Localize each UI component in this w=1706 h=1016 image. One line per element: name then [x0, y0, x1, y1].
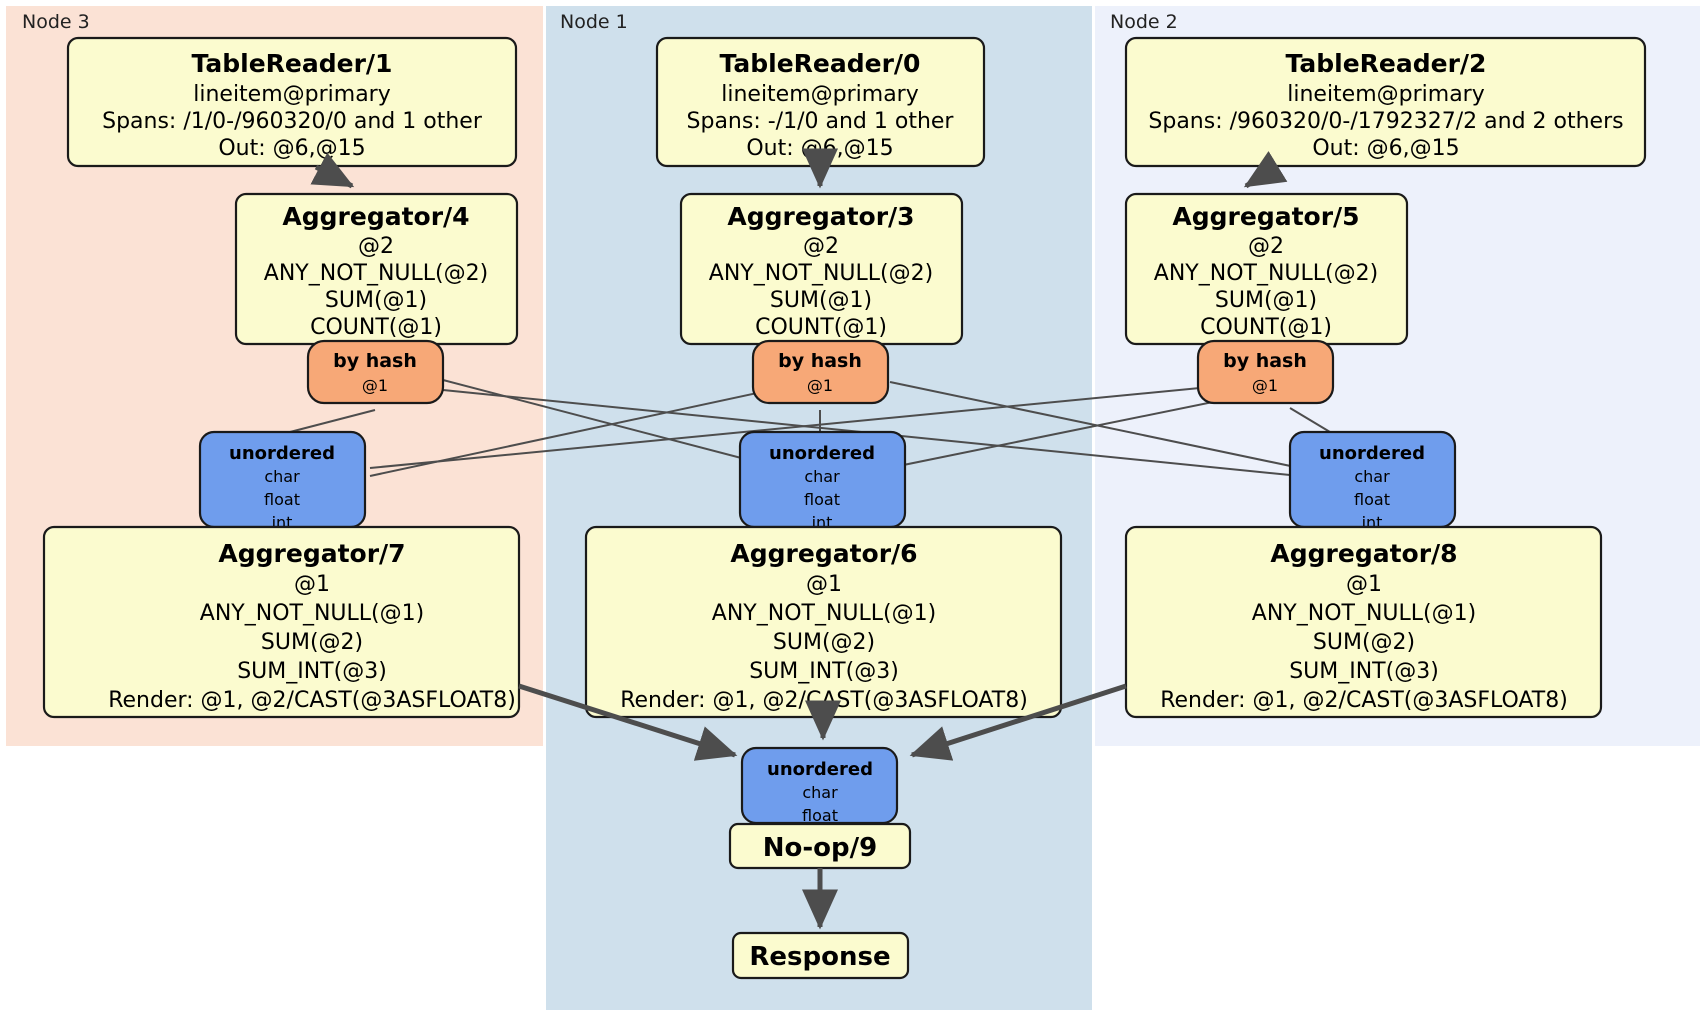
aggregator3-line-2: SUM(@1)	[770, 288, 872, 313]
hash-right-title: by hash	[1223, 350, 1307, 372]
hash-mid-line-0: @1	[807, 376, 833, 395]
aggregator8-line-2: SUM(@2)	[1313, 630, 1415, 655]
aggregator7-line-4: Render: @1, @2/CAST(@3ASFLOAT8)	[108, 688, 516, 713]
sync-left[interactable]: unordered char float int	[198, 430, 367, 532]
panel-node1-label: Node 1	[560, 11, 628, 33]
hash-mid-title: by hash	[778, 350, 862, 372]
tablereader1-line-2: Out: @6,@15	[218, 136, 365, 161]
noop9-title: No-op/9	[763, 833, 877, 863]
aggregator4-line-1: ANY_NOT_NULL(@2)	[264, 261, 488, 286]
sync-right-title: unordered	[1319, 443, 1425, 464]
aggregator4-line-2: SUM(@1)	[325, 288, 427, 313]
aggregator5-line-1: ANY_NOT_NULL(@2)	[1154, 261, 1378, 286]
sync-final-line-0: char	[802, 783, 838, 802]
aggregator5-line-3: COUNT(@1)	[1200, 315, 1332, 340]
sync-mid[interactable]: unordered char float int	[738, 430, 907, 532]
sync-right[interactable]: unordered char float int	[1288, 430, 1457, 532]
aggregator8-line-0: @1	[1346, 572, 1382, 597]
aggregator5-title: Aggregator/5	[1172, 202, 1359, 231]
aggregator4-title: Aggregator/4	[282, 202, 469, 231]
aggregator3-line-1: ANY_NOT_NULL(@2)	[709, 261, 933, 286]
aggregator6-title: Aggregator/6	[730, 539, 917, 568]
tablereader0-title: TableReader/0	[720, 49, 921, 78]
tablereader0-line-1: Spans: -/1/0 and 1 other	[687, 109, 955, 134]
aggregator7-line-0: @1	[294, 572, 330, 597]
tablereader1-title: TableReader/1	[192, 49, 393, 78]
aggregator5-line-0: @2	[1248, 234, 1284, 259]
edge-aggregator-to-final-sync	[518, 683, 1127, 761]
aggregator7-line-2: SUM(@2)	[261, 630, 363, 655]
box-noop9[interactable]: No-op/9	[728, 822, 912, 870]
box-aggregator7[interactable]: Aggregator/7 @1 ANY_NOT_NULL(@1) SUM(@2)…	[42, 525, 521, 719]
panel-node3-label: Node 3	[22, 11, 90, 33]
sync-left-line-1: float	[264, 490, 300, 509]
sync-final-title: unordered	[767, 759, 873, 780]
tablereader0-line-2: Out: @6,@15	[746, 136, 893, 161]
aggregator7-line-3: SUM_INT(@3)	[237, 659, 387, 684]
sync-mid-title: unordered	[769, 443, 875, 464]
edge-reader-to-aggregator	[310, 148, 1288, 189]
aggregator8-line-1: ANY_NOT_NULL(@1)	[1252, 601, 1476, 626]
aggregator8-title: Aggregator/8	[1270, 539, 1457, 568]
sync-left-line-0: char	[264, 467, 300, 486]
sync-right-line-0: char	[1354, 467, 1390, 486]
hash-right-line-0: @1	[1252, 376, 1278, 395]
sync-right-line-1: float	[1354, 490, 1390, 509]
box-tablereader0[interactable]: TableReader/0 lineitem@primary Spans: -/…	[655, 36, 986, 168]
router-hash-mid[interactable]: by hash @1	[751, 339, 890, 405]
aggregator8-line-4: Render: @1, @2/CAST(@3ASFLOAT8)	[1160, 688, 1568, 713]
box-aggregator8[interactable]: Aggregator/8 @1 ANY_NOT_NULL(@1) SUM(@2)…	[1124, 525, 1603, 719]
hash-left-line-0: @1	[362, 376, 388, 395]
box-aggregator6[interactable]: Aggregator/6 @1 ANY_NOT_NULL(@1) SUM(@2)…	[584, 525, 1063, 719]
sync-left-title: unordered	[229, 443, 335, 464]
response-title: Response	[749, 942, 890, 972]
tablereader1-line-0: lineitem@primary	[193, 82, 391, 107]
sync-final-line-1: float	[802, 806, 838, 825]
aggregator3-line-3: COUNT(@1)	[755, 315, 887, 340]
aggregator5-line-2: SUM(@1)	[1215, 288, 1317, 313]
tablereader2-title: TableReader/2	[1286, 49, 1487, 78]
tablereader2-line-0: lineitem@primary	[1287, 82, 1485, 107]
sync-mid-line-0: char	[804, 467, 840, 486]
aggregator6-line-0: @1	[806, 572, 842, 597]
aggregator3-title: Aggregator/3	[727, 202, 914, 231]
box-response[interactable]: Response	[731, 931, 910, 980]
box-tablereader2[interactable]: TableReader/2 lineitem@primary Spans: /9…	[1124, 36, 1647, 168]
aggregator6-line-1: ANY_NOT_NULL(@1)	[712, 601, 936, 626]
panel-node2-label: Node 2	[1110, 11, 1178, 33]
aggregator7-title: Aggregator/7	[218, 539, 405, 568]
router-hash-right[interactable]: by hash @1	[1196, 339, 1335, 405]
aggregator6-line-4: Render: @1, @2/CAST(@3ASFLOAT8)	[620, 688, 1028, 713]
aggregator3-line-0: @2	[803, 234, 839, 259]
aggregator4-line-0: @2	[358, 234, 394, 259]
box-aggregator3[interactable]: Aggregator/3 @2 ANY_NOT_NULL(@2) SUM(@1)…	[679, 192, 964, 346]
aggregator6-line-3: SUM_INT(@3)	[749, 659, 899, 684]
hash-left-title: by hash	[333, 350, 417, 372]
sync-final[interactable]: unordered char float	[740, 746, 899, 825]
aggregator4-line-3: COUNT(@1)	[310, 315, 442, 340]
tablereader1-line-1: Spans: /1/0-/960320/0 and 1 other	[102, 109, 483, 134]
aggregator6-line-2: SUM(@2)	[773, 630, 875, 655]
tablereader0-line-0: lineitem@primary	[721, 82, 919, 107]
box-aggregator5[interactable]: Aggregator/5 @2 ANY_NOT_NULL(@2) SUM(@1)…	[1124, 192, 1409, 346]
tablereader2-line-2: Out: @6,@15	[1312, 136, 1459, 161]
tablereader2-line-1: Spans: /960320/0-/1792327/2 and 2 others	[1148, 109, 1623, 134]
box-tablereader1[interactable]: TableReader/1 lineitem@primary Spans: /1…	[66, 36, 518, 168]
sync-mid-line-1: float	[804, 490, 840, 509]
aggregator8-line-3: SUM_INT(@3)	[1289, 659, 1439, 684]
router-hash-left[interactable]: by hash @1	[306, 339, 445, 405]
aggregator7-line-1: ANY_NOT_NULL(@1)	[200, 601, 424, 626]
box-aggregator4[interactable]: Aggregator/4 @2 ANY_NOT_NULL(@2) SUM(@1)…	[234, 192, 519, 346]
